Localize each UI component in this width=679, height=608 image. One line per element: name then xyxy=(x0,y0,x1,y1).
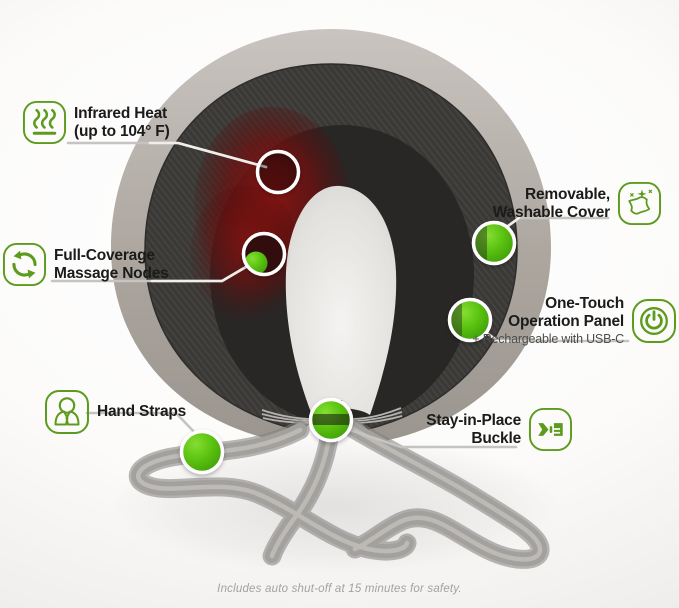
straps xyxy=(129,418,550,569)
callout-sublabel: + Rechargeable with USB-C xyxy=(472,332,624,346)
callout-label-line: (up to 104° F) xyxy=(74,122,170,140)
hand-straps-icon xyxy=(44,389,90,435)
leader-line-buckle xyxy=(348,428,518,449)
callout-hand-straps: Hand Straps xyxy=(44,389,186,435)
marker-washable-cover xyxy=(471,220,517,266)
power-button-icon xyxy=(631,298,677,344)
callout-operation-panel: One-Touch Operation Panel + Rechargeable… xyxy=(472,295,677,347)
callout-buckle: Stay-in-Place Buckle xyxy=(426,407,573,452)
buckle-icon xyxy=(528,407,573,452)
callout-label-line: Operation Panel xyxy=(508,313,624,330)
marker-hand-straps xyxy=(179,429,225,475)
marker-infrared-heat xyxy=(255,149,301,195)
callout-label-line: Full-Coverage xyxy=(54,246,155,264)
callout-label-line: One-Touch xyxy=(545,295,624,312)
sparkling-cloth-icon xyxy=(617,181,662,226)
callout-label-line: Hand Straps xyxy=(97,403,187,420)
footnote: Includes auto shut-off at 15 minutes for… xyxy=(217,583,462,595)
markers xyxy=(179,149,517,475)
heat-waves-icon xyxy=(22,100,67,145)
callout-label-line: Buckle xyxy=(471,429,521,447)
callout-label-line: Washable Cover xyxy=(492,203,610,221)
rotation-arrows-icon xyxy=(2,242,47,287)
callout-label-line: Removable, xyxy=(524,185,610,203)
neck-opening xyxy=(285,185,397,415)
callout-label-line: Massage Nodes xyxy=(54,264,169,282)
callout-massage-nodes: Full-Coverage Massage Nodes xyxy=(2,242,169,287)
leader-line-straps xyxy=(85,411,199,437)
marker-buckle xyxy=(308,397,354,443)
callout-label-line: Stay-in-Place xyxy=(426,411,521,429)
callout-infrared-heat: Infrared Heat (up to 104° F) xyxy=(22,100,170,145)
callout-washable-cover: Removable, Washable Cover xyxy=(493,181,662,226)
marker-massage-nodes xyxy=(241,231,287,277)
callout-label-line: Infrared Heat xyxy=(74,104,168,122)
marker-operation-panel xyxy=(447,297,493,343)
